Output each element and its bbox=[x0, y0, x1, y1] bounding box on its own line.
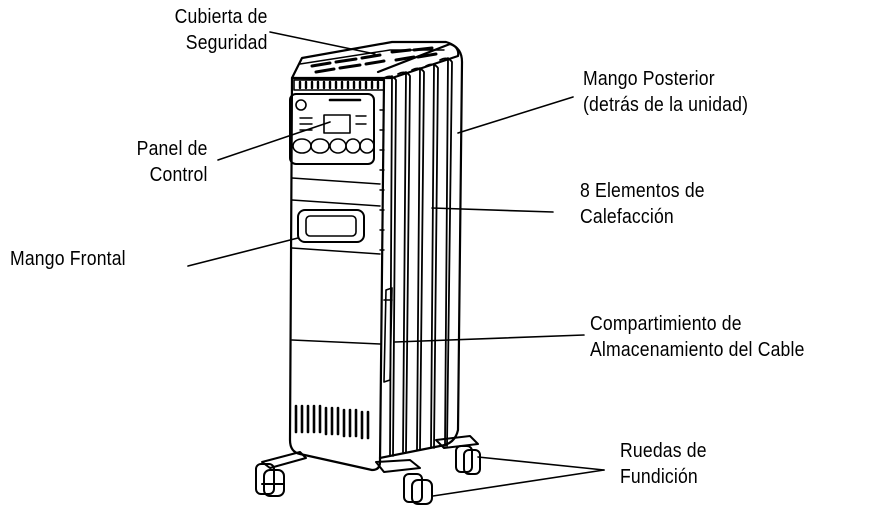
leader-lines bbox=[187, 31, 605, 497]
label-control-panel-line2: Control bbox=[150, 164, 208, 186]
power-indicator bbox=[295, 99, 307, 111]
label-heating-elements: 8 Elementos de Calefacción bbox=[580, 178, 705, 230]
front-handle-graphic bbox=[297, 209, 365, 243]
label-control-panel-line1: Panel de bbox=[137, 138, 208, 160]
leader-heating-elements bbox=[431, 207, 554, 213]
caster-feet bbox=[255, 435, 481, 505]
front-face-edge bbox=[379, 79, 385, 463]
leader-rear-handle bbox=[457, 96, 574, 134]
label-heating-elements-line2: Calefacción bbox=[580, 206, 674, 228]
label-cord-storage-line2: Almacenamiento del Cable bbox=[590, 339, 805, 361]
leader-front-handle bbox=[187, 237, 299, 267]
label-front-handle: Mango Frontal bbox=[10, 246, 126, 272]
label-casters-line1: Ruedas de bbox=[620, 440, 707, 462]
front-face bbox=[288, 76, 386, 472]
caster-rear-right bbox=[455, 445, 481, 475]
label-control-panel: Panel de Control bbox=[137, 136, 208, 188]
label-heating-elements-line1: 8 Elementos de bbox=[580, 180, 705, 202]
label-rear-handle-line1: Mango Posterior bbox=[583, 68, 715, 90]
label-safety-cover: Cubierta de Seguridad bbox=[175, 4, 268, 56]
leader-safety-cover bbox=[269, 31, 376, 55]
leader-control-panel bbox=[217, 121, 331, 161]
label-safety-cover-line2: Seguridad bbox=[186, 32, 268, 54]
leader-caster-left bbox=[432, 469, 605, 497]
label-front-handle-line1: Mango Frontal bbox=[10, 248, 126, 270]
bottom-vents bbox=[294, 404, 370, 440]
label-safety-cover-line1: Cubierta de bbox=[175, 6, 268, 28]
heater-body bbox=[288, 40, 464, 472]
control-panel-graphic bbox=[289, 93, 375, 165]
leader-cord-storage bbox=[394, 334, 585, 343]
caster-front-left bbox=[255, 463, 285, 497]
label-casters-line2: Fundición bbox=[620, 466, 698, 488]
label-cord-storage: Compartimiento de Almacenamiento del Cab… bbox=[590, 311, 805, 363]
display-window bbox=[323, 114, 351, 134]
label-rear-handle: Mango Posterior (detrás de la unidad) bbox=[583, 66, 748, 118]
leader-caster-right bbox=[477, 456, 605, 471]
caster-front-center bbox=[403, 473, 433, 505]
label-rear-handle-line2: (detrás de la unidad) bbox=[583, 94, 749, 116]
control-buttons bbox=[292, 138, 375, 154]
cord-compartment-graphic bbox=[383, 287, 393, 383]
label-casters: Ruedas de Fundición bbox=[620, 438, 707, 490]
top-safety-cover bbox=[290, 40, 460, 91]
heating-fins bbox=[383, 57, 453, 457]
label-cord-storage-line1: Compartimiento de bbox=[590, 313, 742, 335]
